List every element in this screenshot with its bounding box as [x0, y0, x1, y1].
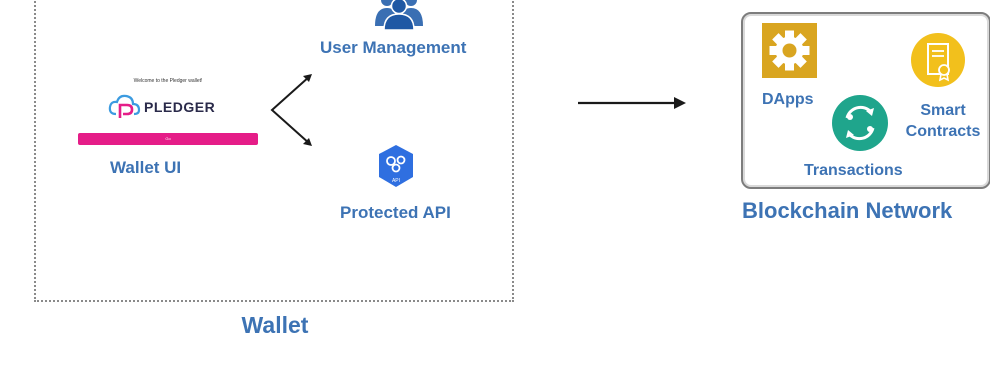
pledger-logo: PLEDGER [108, 92, 228, 120]
pledger-logo-text: PLEDGER [144, 99, 216, 115]
welcome-text: Welcome to the Pledger wallet! [133, 78, 203, 84]
wallet-ui-label: Wallet UI [110, 158, 182, 177]
smart-contracts-label-line1: Smart [920, 102, 966, 119]
branch-arrows [270, 74, 312, 146]
wallet-go-button[interactable]: Go [78, 133, 258, 145]
users-icon [375, 0, 423, 31]
smart-contracts-label-line2: Contracts [905, 123, 981, 140]
protected-api-label: Protected API [340, 203, 451, 222]
user-management-label: User Management [320, 38, 467, 57]
blockchain-network-title: Blockchain Network [742, 198, 953, 223]
dapps-label: DApps [762, 91, 814, 108]
exchange-icon [832, 95, 888, 151]
api-icon-text: API [392, 178, 400, 184]
gear-icon [762, 23, 817, 78]
pledger-cloud-icon [108, 94, 141, 118]
certificate-icon [911, 33, 965, 87]
smart-contracts-label: Smart Contracts [893, 100, 990, 142]
wallet-ui-mockup: Welcome to the Pledger wallet! PLEDGER G… [76, 72, 260, 152]
wallet-container [34, 0, 514, 302]
api-hexagon-icon: API [379, 145, 413, 187]
wallet-go-button-label: Go [165, 136, 171, 141]
transactions-label: Transactions [804, 162, 903, 179]
wallet-to-blockchain-arrow [578, 97, 686, 109]
wallet-title: Wallet [241, 312, 309, 338]
